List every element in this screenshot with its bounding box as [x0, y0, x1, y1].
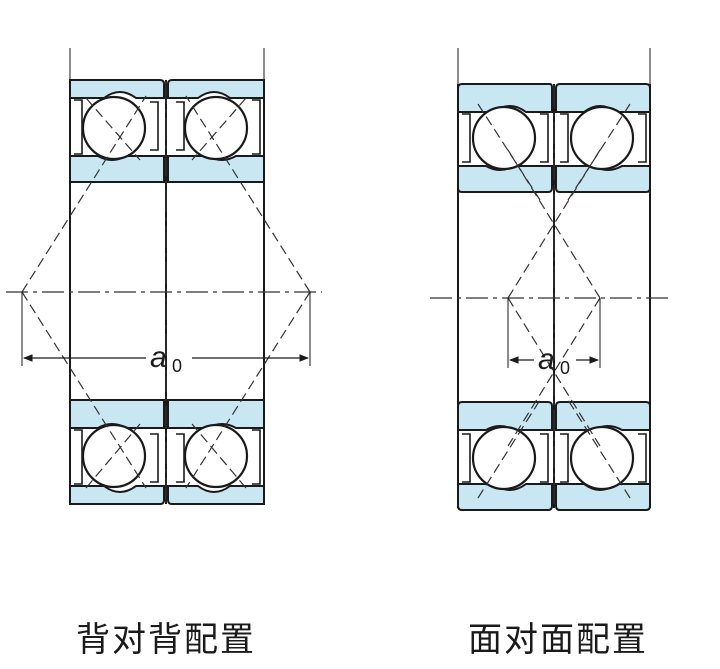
left-top-left-bearing [69, 79, 165, 183]
back-to-back-caption: 背对背配置 [76, 620, 256, 660]
left-dimension-subscript: 0 [172, 356, 182, 376]
left-dimension-label: a [150, 341, 167, 374]
right-dimension-subscript: 0 [560, 358, 570, 378]
right-top-right-bearing [555, 83, 651, 193]
left-top-right-bearing [167, 79, 265, 183]
face-to-face-caption: 面对面配置 [468, 620, 648, 660]
left-bearing-pair: a 0 [6, 48, 322, 505]
left-bottom-left-bearing [69, 399, 165, 505]
right-dimension-label: a [538, 343, 555, 376]
right-bearing-pair: a 0 [430, 48, 672, 511]
right-bottom-right-bearing [555, 401, 651, 511]
right-top-left-bearing [457, 83, 553, 193]
